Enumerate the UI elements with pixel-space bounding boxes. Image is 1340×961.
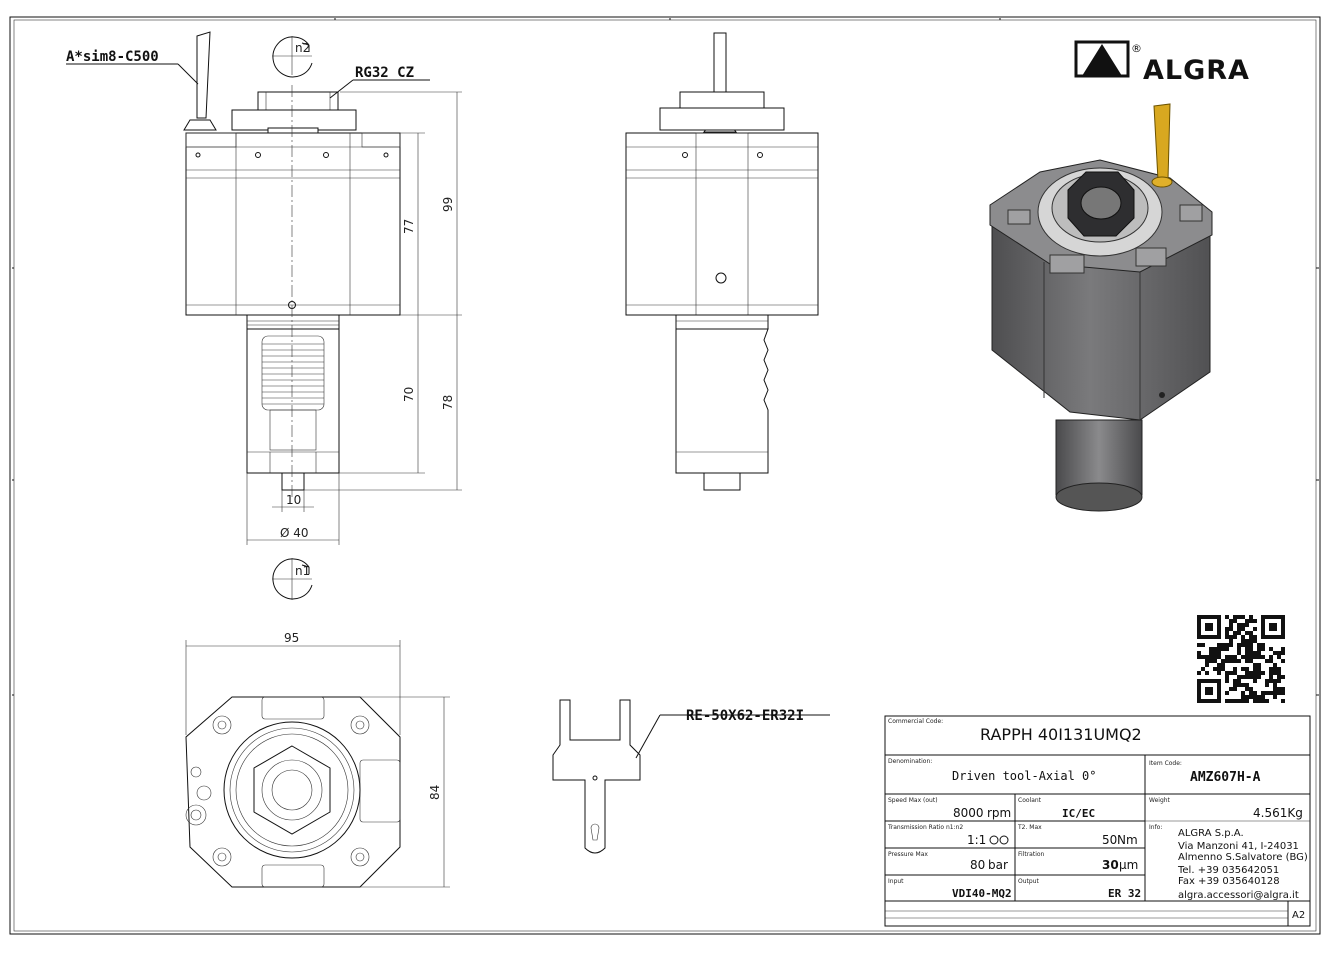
- label-output: Output: [1018, 878, 1039, 885]
- isometric-render: [989, 103, 1213, 512]
- callout-collet-nut-text: RG32 CZ: [355, 65, 414, 81]
- coolant-tube-render: [1153, 103, 1171, 181]
- email: algra.accessori@algra.it: [1178, 890, 1299, 901]
- dimension-lines-bottom: [185, 640, 450, 888]
- output-value: ER 32: [1108, 887, 1141, 900]
- dim-84: 84: [428, 785, 442, 800]
- dimension-lines-front: [246, 91, 462, 545]
- dim-99: 99: [441, 197, 455, 212]
- coolant-tube: [196, 31, 211, 119]
- fax: Fax +39 035640128: [1178, 876, 1280, 887]
- denomination: Driven tool-Axial 0°: [952, 769, 1097, 783]
- label-info: Info:: [1149, 824, 1162, 831]
- speed-value: 8000: [953, 806, 984, 820]
- wrench-drawing: RE-50X62-ER32I: [552, 699, 830, 854]
- title-block: Commercial Code: RAPPH 40I131UMQ2 Denomi…: [884, 715, 1311, 927]
- input-value: VDI40-MQ2: [952, 887, 1012, 900]
- company-name: ALGRA S.p.A.: [1178, 828, 1244, 839]
- bottom-view: [185, 696, 401, 888]
- label-speed: Speed Max (out): [888, 797, 938, 804]
- label-filtration: Filtration: [1018, 851, 1045, 858]
- front-view: [183, 31, 401, 500]
- label-input: Input: [888, 878, 904, 885]
- callout-wrench-text: RE-50X62-ER32I: [686, 708, 804, 724]
- dim-78: 78: [441, 395, 455, 410]
- dim-95: 95: [284, 631, 299, 645]
- brand-name: ALGRA: [1143, 55, 1250, 86]
- sheet-size: A2: [1292, 910, 1305, 921]
- label-coolant: Coolant: [1018, 797, 1042, 804]
- telephone: Tel. +39 035642051: [1177, 865, 1279, 876]
- rotation-symbol-top: n2: [272, 36, 313, 78]
- label-item-code: Item Code:: [1149, 760, 1182, 767]
- address-line-1: Via Manzoni 41, I-24031: [1178, 841, 1299, 852]
- callout-coolant-tube-text: A*sim8-C500: [66, 49, 159, 65]
- speed-unit: rpm: [987, 806, 1011, 820]
- shank: [246, 328, 340, 474]
- dim-77: 77: [402, 219, 416, 234]
- rotation-symbol-bottom: n1: [272, 558, 313, 600]
- algra-logo: ® ALGRA: [1074, 40, 1250, 86]
- commercial-code: RAPPH 40I131UMQ2: [980, 725, 1142, 744]
- side-body: [625, 132, 819, 316]
- ratio-value: 1:1: [967, 833, 986, 847]
- dim-70: 70: [402, 387, 416, 402]
- rotation-label-n2: n2: [295, 41, 310, 55]
- torque-value: 50: [1102, 833, 1117, 847]
- inner-frame: [13, 19, 1317, 932]
- filtration-unit: µm: [1119, 858, 1138, 872]
- weight-value: 4.561Kg: [1253, 806, 1303, 820]
- label-denomination: Denomination:: [888, 758, 932, 765]
- pressure-unit: bar: [988, 858, 1008, 872]
- callout-collet-nut: RG32 CZ: [329, 65, 430, 99]
- label-torque: T2. Max: [1017, 824, 1042, 831]
- label-ratio: Transmission Ratio n1:n2: [887, 824, 963, 831]
- rotation-direction-icons: [989, 835, 1009, 845]
- label-commercial-code: Commercial Code:: [888, 718, 943, 725]
- qr-code: [1196, 614, 1286, 704]
- label-weight: Weight: [1149, 797, 1171, 804]
- item-code: AMZ607H-A: [1190, 770, 1261, 785]
- hex-nut-bottom: [253, 745, 331, 835]
- rotation-label-n1: n1: [295, 564, 310, 578]
- label-pressure: Pressure Max: [888, 851, 928, 858]
- torque-unit: Nm: [1117, 833, 1138, 847]
- flange-ring-outer: [223, 721, 361, 859]
- registered-mark: ®: [1131, 42, 1142, 55]
- filtration-value: 30: [1102, 858, 1119, 872]
- side-view: [625, 32, 819, 491]
- side-shank: [675, 328, 769, 474]
- tool-body: [185, 132, 401, 316]
- dim-10: 10: [286, 493, 301, 507]
- collet-nut: [257, 91, 339, 111]
- dim-diameter-40: Ø 40: [280, 526, 309, 540]
- pressure-value: 80: [970, 858, 985, 872]
- callout-coolant-tube: A*sim8-C500: [66, 49, 199, 85]
- drive-key: [281, 472, 305, 491]
- coolant-value: IC/EC: [1062, 807, 1095, 820]
- address-line-2: Almenno S.Salvatore (BG): [1178, 852, 1308, 863]
- outer-frame: [9, 16, 1321, 935]
